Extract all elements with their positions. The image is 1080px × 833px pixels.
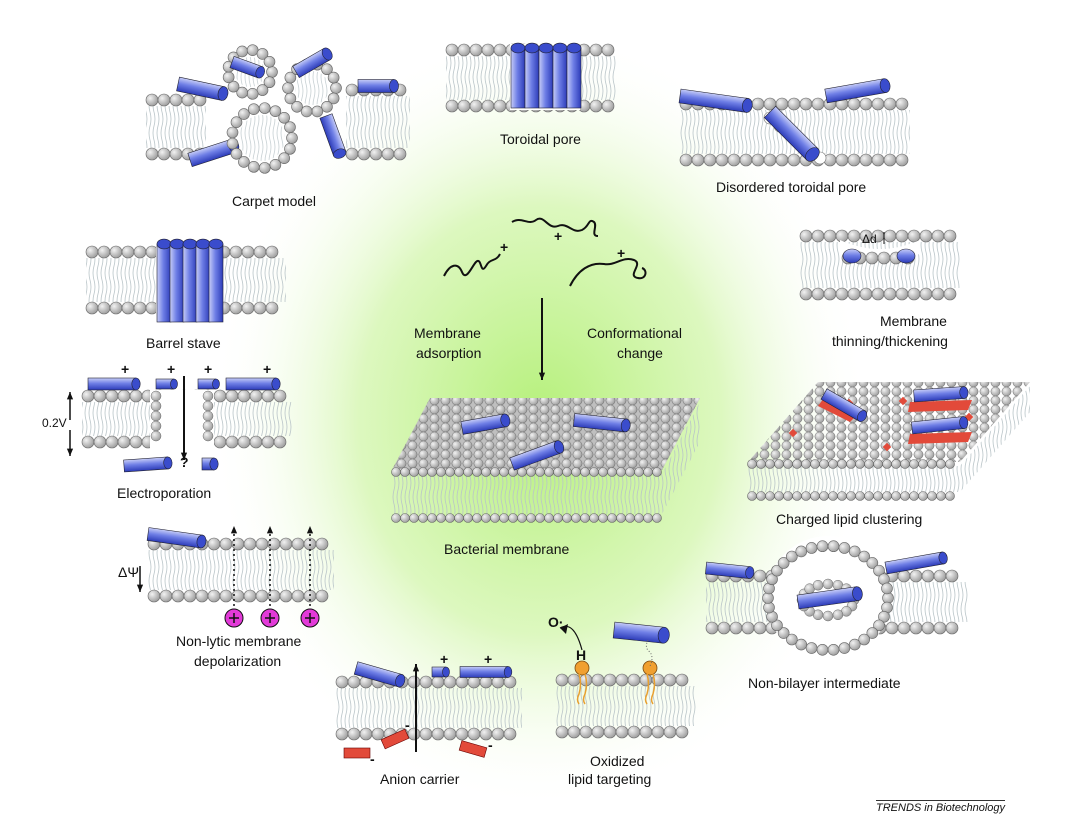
- journal-credit: TRENDS in Biotechnology: [876, 800, 1006, 814]
- label-non-bilayer-intermediate: Non-bilayer intermediate: [748, 675, 901, 691]
- electroporation-panel: [66, 376, 292, 473]
- oxygen-radical: O·: [548, 614, 564, 630]
- electro-plus-1: +: [121, 361, 130, 377]
- label-bacterial-membrane: Bacterial membrane: [444, 541, 570, 557]
- thinning-panel: [799, 229, 960, 301]
- label-conformational-1: Conformational: [587, 325, 682, 341]
- label-thinning-1: Membrane: [880, 313, 947, 329]
- depolarization-panel: [136, 526, 334, 628]
- center-charge-1: +: [500, 239, 509, 255]
- non-bilayer-panel: [705, 536, 968, 660]
- label-depolarization-2: depolarization: [194, 653, 282, 669]
- center-charge-3: +: [617, 245, 626, 261]
- anion-minus-3: -: [488, 737, 493, 753]
- anion-minus-2: -: [405, 717, 410, 733]
- oxidized-lipid-panel: [555, 621, 696, 739]
- delta-d-symbol: Δd: [862, 232, 877, 246]
- electro-plus-2: +: [167, 361, 176, 377]
- electro-plus-3: +: [204, 361, 213, 377]
- label-barrel-stave: Barrel stave: [146, 335, 221, 351]
- peptide-chains: [443, 217, 647, 380]
- center-charge-2: +: [554, 228, 563, 244]
- delta-psi-symbol: ΔΨ: [118, 564, 140, 580]
- label-conformational-2: change: [617, 345, 663, 361]
- label-electroporation: Electroporation: [117, 485, 212, 501]
- disordered-toroidal-panel: [678, 78, 910, 167]
- label-depolarization-1: Non-lytic membrane: [176, 633, 302, 649]
- label-carpet-model: Carpet model: [232, 193, 317, 209]
- bacterial-membrane-slab: [391, 398, 700, 523]
- question-mark: ?: [180, 454, 189, 470]
- label-thinning-2: thinning/thickening: [832, 333, 948, 349]
- anion-plus-1: +: [440, 651, 449, 667]
- label-oxidized-1: Oxidized: [590, 753, 645, 769]
- anion-plus-2: +: [484, 651, 493, 667]
- label-toroidal-pore: Toroidal pore: [500, 131, 581, 147]
- carpet-model-panel: [145, 44, 410, 174]
- hydrogen-label: H: [576, 647, 587, 663]
- label-disordered-toroidal-pore: Disordered toroidal pore: [716, 179, 867, 195]
- label-membrane-adsorption-1: Membrane: [414, 325, 481, 341]
- voltage-label: 0.2V: [42, 416, 67, 430]
- anion-minus-1: -: [370, 751, 375, 767]
- charged-lipid-clustering-panel: [747, 382, 1030, 501]
- anion-carrier-panel: [335, 661, 522, 759]
- label-charged-lipid-clustering: Charged lipid clustering: [776, 511, 923, 527]
- label-anion-carrier: Anion carrier: [380, 771, 460, 787]
- label-oxidized-2: lipid targeting: [568, 771, 652, 787]
- electro-plus-4: +: [263, 361, 272, 377]
- toroidal-pore-panel: [445, 42, 616, 113]
- barrel-stave-panel: [85, 238, 286, 323]
- label-membrane-adsorption-2: adsorption: [416, 345, 482, 361]
